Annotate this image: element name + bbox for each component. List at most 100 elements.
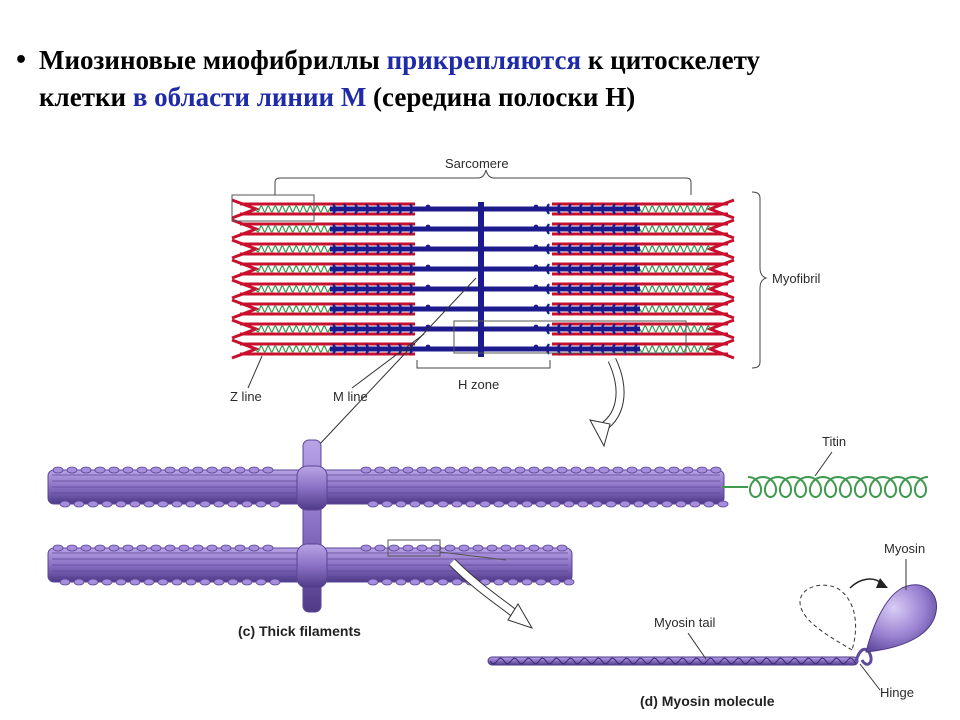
myosin-head xyxy=(633,243,638,255)
myosin-head xyxy=(354,203,359,215)
myosin-head xyxy=(640,466,652,474)
myosin-head xyxy=(619,500,631,508)
titin-segment xyxy=(255,245,331,253)
myosin-head xyxy=(545,303,550,315)
myosin-head xyxy=(387,343,392,355)
myosin-head xyxy=(332,243,337,255)
myosin-head xyxy=(343,223,348,235)
thick-filament-upper xyxy=(47,466,729,508)
myosin-head xyxy=(234,466,246,474)
myosin-head xyxy=(567,263,572,275)
myosin-head xyxy=(533,324,539,330)
myosin-head xyxy=(213,500,225,508)
myosin-head xyxy=(220,544,232,552)
myosin-head xyxy=(528,544,540,552)
myosin-head xyxy=(343,323,348,335)
titin-segment xyxy=(255,305,331,313)
myosin-head xyxy=(622,323,627,335)
myosin-head xyxy=(73,578,85,586)
caption-thick-filaments: (c) Thick filaments xyxy=(238,623,361,639)
myofibril-row xyxy=(231,258,735,280)
myosin-head xyxy=(611,203,616,215)
myosin-head xyxy=(171,500,183,508)
myosin-head xyxy=(387,263,392,275)
myosin-head xyxy=(332,303,337,315)
myosin-head xyxy=(387,223,392,235)
myosin-head xyxy=(255,500,267,508)
myosin-head xyxy=(507,500,519,508)
myofibril-row xyxy=(231,318,735,340)
myosin-head xyxy=(115,578,127,586)
myosin-head xyxy=(365,203,370,215)
myosin-head-alt xyxy=(799,584,857,651)
myosin-head xyxy=(545,283,550,295)
myosin-head xyxy=(647,500,659,508)
myosin-head xyxy=(622,263,627,275)
myosin-head xyxy=(533,244,539,250)
myosin-head xyxy=(437,578,449,586)
h-zone-bracket: H zone xyxy=(416,360,551,392)
myosin-head xyxy=(622,303,627,315)
myosin-head xyxy=(269,578,281,586)
myofibril-row xyxy=(231,298,735,320)
label-hinge: Hinge xyxy=(880,685,914,700)
myosin-head xyxy=(567,283,572,295)
myosin-head xyxy=(241,578,253,586)
caption-myosin-molecule: (d) Myosin molecule xyxy=(640,693,775,709)
myosin-head xyxy=(578,303,583,315)
myosin-head xyxy=(185,578,197,586)
myosin-head xyxy=(486,544,498,552)
myosin-head xyxy=(591,500,603,508)
myosin-head xyxy=(402,544,414,552)
myosin-head xyxy=(458,544,470,552)
myosin-head xyxy=(589,323,594,335)
myosin-head xyxy=(589,203,594,215)
myosin-head xyxy=(150,544,162,552)
myosin-head xyxy=(567,243,572,255)
myosin-head xyxy=(381,500,393,508)
myosin-head xyxy=(611,263,616,275)
myosin-head xyxy=(360,466,372,474)
myosin-head xyxy=(589,243,594,255)
myosin-head xyxy=(129,578,141,586)
myosin-head xyxy=(241,500,253,508)
title-line-1: Миозиновые миофибриллы прикрепляются к ц… xyxy=(14,42,934,79)
myosin-head xyxy=(500,544,512,552)
m-band-leader xyxy=(317,277,477,447)
myosin-head xyxy=(507,578,519,586)
myosin-head xyxy=(425,344,431,350)
titin-segment xyxy=(639,305,711,313)
myosin-head xyxy=(600,243,605,255)
myosin-head xyxy=(589,283,594,295)
label-titin: Titin xyxy=(822,434,846,449)
myosin-head xyxy=(545,243,550,255)
myosin-head xyxy=(185,500,197,508)
myosin-head xyxy=(486,466,498,474)
m-band-collar xyxy=(296,465,328,511)
myosin-head xyxy=(578,263,583,275)
myosin-head xyxy=(556,466,568,474)
myosin-head xyxy=(248,466,260,474)
myosin-head xyxy=(332,263,337,275)
myosin-head xyxy=(332,223,337,235)
myosin-head xyxy=(570,466,582,474)
myosin-head xyxy=(367,500,379,508)
myosin-head xyxy=(600,223,605,235)
myofibril-row xyxy=(231,198,735,220)
myosin-head xyxy=(567,303,572,315)
myosin-head xyxy=(626,466,638,474)
myosin-head xyxy=(545,263,550,275)
myosin-head xyxy=(611,303,616,315)
title-line-2: клетки в области линии М (середина полос… xyxy=(14,79,934,116)
myosin-head xyxy=(343,263,348,275)
myosin-head xyxy=(398,223,403,235)
sarcomere-bracket: Sarcomere xyxy=(274,156,692,195)
myosin-head xyxy=(376,283,381,295)
myosin-head xyxy=(398,203,403,215)
zoom-arrow-2 xyxy=(448,558,534,629)
myosin-head xyxy=(136,466,148,474)
myosin-head xyxy=(87,500,99,508)
titin-segment xyxy=(639,205,711,213)
myosin-head xyxy=(227,578,239,586)
